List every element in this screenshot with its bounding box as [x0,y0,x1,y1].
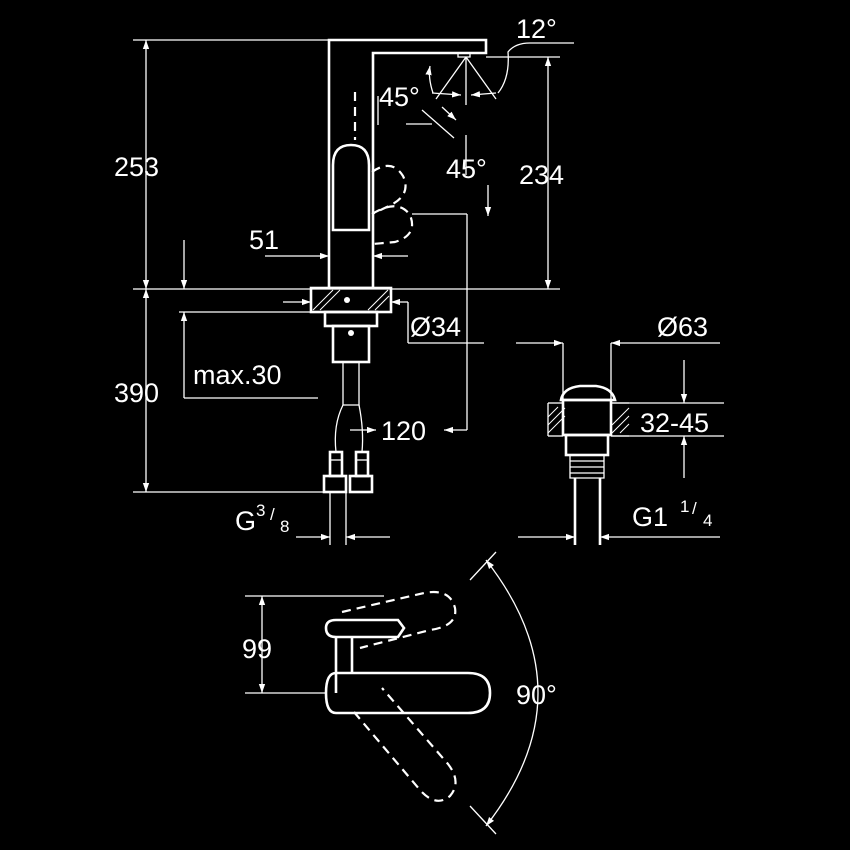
waste-thread-base: G1 [632,502,668,532]
label-lever-angle-upper: 45° [379,82,420,112]
lever-open-position-2 [371,205,414,246]
waste-thread-slash: / [692,499,697,518]
waste-valve [547,384,630,545]
flange-screw [344,297,350,303]
lever-top-view [324,590,492,802]
lever-open-position-1 [371,164,407,215]
label-under-counter: 390 [114,378,159,408]
rotation-arc [485,559,539,827]
waste-nut [564,433,610,457]
lever-stem [334,637,354,693]
aerator [457,53,471,58]
label-spout-angle: 12° [516,14,557,44]
counter-hatching [312,289,390,311]
waste-flange [561,398,613,437]
lever-handle-closed [324,671,492,715]
faucet-dimensions [133,39,574,545]
label-total-height: 253 [114,152,159,182]
label-waste-diameter: Ø63 [657,312,708,342]
label-spout-height: 234 [519,160,564,190]
threaded-rod [342,362,360,406]
hose-right [358,404,364,453]
label-waste-thickness: 32-45 [640,408,709,438]
waste-pipe [573,478,602,545]
waste-thread [569,454,605,479]
body-top-outline [324,618,406,639]
hose-connectors [322,450,374,494]
shank [331,324,371,364]
label-base-width: 51 [249,225,279,255]
waste-thread-numerator: 1 [680,497,689,516]
label-body-diameter: Ø34 [410,312,461,342]
lever-closed [331,143,371,232]
label-hose-spacing: 120 [381,416,426,446]
hose-thread-numerator: 3 [256,501,265,520]
shank-screw [348,330,354,336]
hose-thread-slash: / [270,505,275,524]
label-counter-thickness: max.30 [193,360,282,390]
label-lever-angle-lower: 45° [446,154,487,184]
hose-thread-base: G [235,506,256,536]
label-lever-rotation: 90° [516,680,557,710]
label-hose-thread: G [235,506,256,536]
waste-thread-denominator: 4 [703,511,712,530]
waste-counter-hatching [547,406,630,434]
top-view-dimensions [245,551,539,835]
label-waste-thread: G1 [632,502,668,532]
dimension-labels: 253 234 12° 45° 45° 51 Ø34 390 max.30 12… [114,14,712,710]
hose-thread-denominator: 8 [280,517,289,536]
lever-handle-open-top [341,590,457,650]
mounting-nut [323,310,379,328]
label-lever-length: 99 [242,634,272,664]
waste-cap [559,384,617,402]
hose-left [334,404,344,453]
waste-dimensions [516,339,724,541]
lever-handle-open-bottom [353,687,457,802]
